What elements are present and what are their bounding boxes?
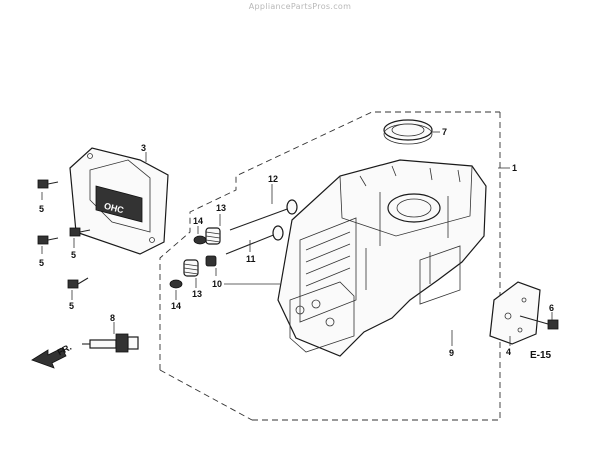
callout-4: 4 — [506, 347, 511, 357]
assembly-boundary — [159, 111, 501, 421]
leader-lines — [41, 131, 553, 346]
valve-seal-icon — [205, 255, 217, 267]
callout-9: 9 — [449, 348, 454, 358]
spring-retainer-icon — [193, 235, 207, 245]
callout-5: 5 — [69, 301, 74, 311]
exhaust-valve — [225, 225, 284, 255]
callout-14: 14 — [193, 216, 203, 226]
callout-8: 8 — [110, 313, 115, 323]
cylinder-block — [277, 159, 487, 357]
callout-1: 1 — [512, 163, 517, 173]
intake-valve — [229, 199, 298, 231]
callout-5: 5 — [39, 204, 44, 214]
front-arrow-icon — [31, 347, 67, 369]
callout-7: 7 — [442, 127, 447, 137]
bolt-icon — [37, 235, 59, 245]
callout-5: 5 — [39, 258, 44, 268]
callout-13: 13 — [216, 203, 226, 213]
callout-3: 3 — [141, 143, 146, 153]
spark-plug — [82, 333, 139, 353]
cover-logo-plate — [95, 185, 143, 223]
callout-14: 14 — [171, 301, 181, 311]
reference-marker: E-15 — [530, 350, 552, 361]
callout-13: 13 — [192, 289, 202, 299]
cover-bolts — [37, 179, 91, 289]
bolt-icon — [69, 227, 91, 237]
callout-12: 12 — [268, 174, 278, 184]
cover-logo: OHC — [103, 201, 125, 216]
callout-5: 5 — [71, 250, 76, 260]
bolt-icon — [519, 315, 559, 330]
bolt-icon — [37, 179, 59, 189]
side-cover-plate — [489, 281, 541, 345]
bolt-icon — [67, 277, 89, 289]
callout-10: 10 — [212, 279, 222, 289]
head-cover: OHC — [69, 147, 169, 255]
valve-spring-icon — [183, 259, 199, 277]
valve-spring-icon — [205, 227, 221, 245]
front-marker: FR. — [56, 342, 73, 358]
spring-retainer-icon — [169, 279, 183, 289]
callout-6: 6 — [549, 303, 554, 313]
callout-11: 11 — [246, 254, 256, 264]
oil-seal — [383, 119, 433, 145]
watermark: AppliancePartsPros.com — [248, 2, 352, 11]
